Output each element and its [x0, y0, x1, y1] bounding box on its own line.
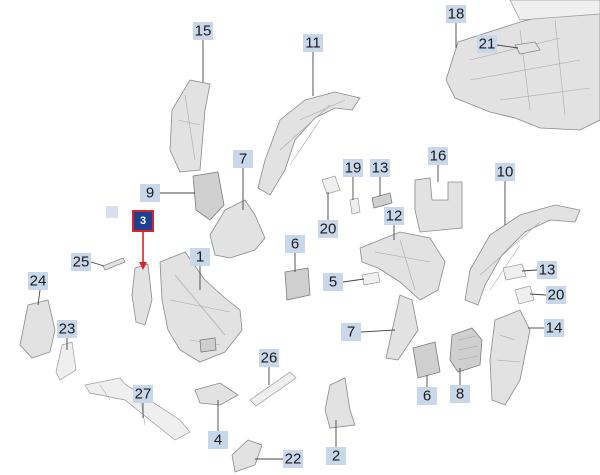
svg-text:23: 23 — [59, 321, 76, 338]
svg-text:26: 26 — [261, 350, 278, 367]
callout-2[interactable]: 2 — [326, 447, 346, 465]
callout-7-upper[interactable]: 7 — [233, 150, 253, 168]
svg-text:4: 4 — [214, 432, 222, 449]
svg-text:27: 27 — [135, 386, 152, 403]
svg-text:16: 16 — [430, 148, 447, 165]
svg-text:11: 11 — [305, 35, 321, 52]
callout-20-center[interactable]: 20 — [318, 220, 338, 238]
callout-11[interactable]: 11 — [303, 34, 323, 52]
svg-text:20: 20 — [320, 221, 337, 238]
part-1-inner-panel[interactable] — [159, 251, 243, 363]
svg-text:13: 13 — [372, 160, 389, 177]
callout-6-upper[interactable]: 6 — [285, 235, 305, 253]
callout-13-center[interactable]: 13 — [370, 159, 390, 177]
callout-8[interactable]: 8 — [450, 385, 470, 403]
part-9-bracket[interactable] — [192, 171, 225, 221]
svg-text:6: 6 — [423, 388, 431, 405]
callout-13-right[interactable]: 13 — [537, 261, 557, 279]
callout-19[interactable]: 19 — [343, 159, 363, 177]
callout-23[interactable]: 23 — [57, 320, 77, 338]
placeholder-square — [106, 206, 118, 218]
svg-text:5: 5 — [329, 274, 337, 291]
svg-text:20: 20 — [548, 287, 565, 304]
part-6-block[interactable] — [284, 267, 311, 301]
part-21-clip[interactable] — [514, 41, 541, 55]
part-25-pin[interactable] — [102, 257, 126, 271]
part-7-lower-strip[interactable] — [385, 294, 419, 361]
part-20-pad[interactable] — [321, 175, 341, 195]
svg-text:3: 3 — [140, 215, 146, 227]
callout-14[interactable]: 14 — [544, 319, 564, 337]
svg-text:7: 7 — [347, 324, 355, 341]
part-8-block[interactable] — [449, 327, 483, 373]
callout-25[interactable]: 25 — [71, 253, 91, 271]
part-24-bracket[interactable] — [19, 299, 56, 359]
svg-text:21: 21 — [479, 36, 496, 53]
svg-text:18: 18 — [448, 6, 465, 23]
callout-26[interactable]: 26 — [259, 349, 279, 367]
callout-9[interactable]: 9 — [140, 184, 160, 202]
callout-16[interactable]: 16 — [428, 147, 448, 165]
part-19-clip[interactable] — [349, 197, 361, 215]
part-16-bracket[interactable] — [414, 177, 463, 233]
part-13-block[interactable] — [371, 192, 393, 209]
part-3-strip[interactable] — [131, 263, 153, 326]
part-18-floor-panel[interactable] — [445, 0, 600, 131]
part-14-panel[interactable] — [489, 309, 531, 406]
svg-text:10: 10 — [497, 164, 514, 181]
svg-text:24: 24 — [30, 273, 47, 290]
leader-lines — [37, 23, 547, 460]
svg-text:22: 22 — [285, 451, 302, 468]
part-26-strip[interactable] — [249, 371, 297, 407]
svg-text:1: 1 — [196, 249, 204, 266]
svg-text:8: 8 — [456, 386, 464, 403]
callout-5[interactable]: 5 — [323, 273, 343, 291]
callout-27[interactable]: 27 — [133, 385, 153, 403]
callout-1[interactable]: 1 — [190, 248, 210, 266]
callout-21[interactable]: 21 — [477, 35, 497, 53]
callout-18[interactable]: 18 — [446, 5, 466, 23]
part-2-post[interactable] — [324, 377, 356, 429]
callout-7-lower[interactable]: 7 — [341, 323, 361, 341]
callout-12[interactable]: 12 — [384, 207, 404, 225]
part-12-bracket[interactable] — [359, 231, 446, 301]
callout-6-lower[interactable]: 6 — [417, 387, 437, 405]
callout-10[interactable]: 10 — [495, 163, 515, 181]
svg-text:14: 14 — [546, 320, 563, 337]
part-23-strap[interactable] — [55, 341, 77, 381]
part-13-right-block[interactable] — [502, 263, 527, 281]
part-6-lower-block[interactable] — [412, 341, 441, 379]
svg-text:25: 25 — [73, 254, 90, 271]
svg-text:9: 9 — [146, 185, 154, 202]
svg-text:12: 12 — [386, 208, 403, 225]
svg-text:19: 19 — [345, 160, 362, 177]
svg-text:15: 15 — [195, 23, 212, 40]
svg-text:6: 6 — [291, 236, 299, 253]
callout-20-right[interactable]: 20 — [546, 286, 566, 304]
part-11-wheel-housing[interactable] — [257, 91, 361, 196]
part-5-clip[interactable] — [361, 271, 381, 286]
svg-text:2: 2 — [332, 448, 340, 465]
svg-text:13: 13 — [539, 262, 556, 279]
part-4-bracket[interactable] — [194, 382, 239, 406]
part-10-wheel-housing[interactable] — [464, 204, 581, 306]
part-22-bracket[interactable] — [231, 439, 263, 473]
part-20-right-pad[interactable] — [514, 285, 535, 305]
callout-3-selected[interactable]: 3 — [132, 210, 154, 232]
part-15-pillar-trim[interactable] — [169, 79, 211, 173]
callout-15[interactable]: 15 — [193, 22, 213, 40]
callout-22[interactable]: 22 — [283, 450, 303, 468]
part-7-upper-bracket[interactable] — [209, 199, 266, 259]
svg-text:7: 7 — [239, 151, 247, 168]
callout-4[interactable]: 4 — [208, 431, 228, 449]
callout-24[interactable]: 24 — [28, 272, 48, 290]
